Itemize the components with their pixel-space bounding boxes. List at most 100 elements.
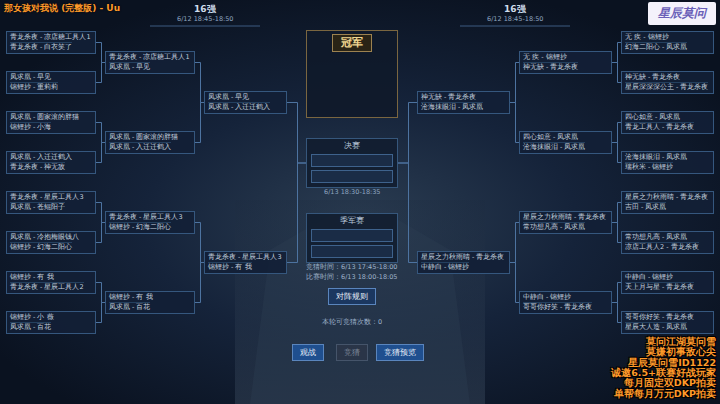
- bracket-connector: [96, 303, 105, 323]
- team-match-box: 凤求凰 - 早见凤求凰 - 入迁迁鹤入: [204, 91, 287, 114]
- stream-overlay-text: 莫嫌初事敌心尖: [646, 347, 716, 357]
- stream-title: 那女孩对我说 (完整版) - Uu: [4, 2, 120, 15]
- team-name: 沧海抹眼泪 - 凤求凰: [625, 153, 687, 162]
- bracket-connector: [96, 223, 105, 243]
- round-title: 决赛: [344, 141, 360, 151]
- button-label: 观战: [300, 347, 316, 358]
- team-match-box: 青龙杀夜 - 星辰工具人3锦鲤抄 - 有 我: [204, 251, 287, 274]
- team-name: 无 疾 - 锦鲤抄: [625, 33, 669, 42]
- bracket-connector: [510, 263, 519, 303]
- team-name: 四心如意 - 凤求凰: [523, 133, 578, 142]
- disabled-button: 竞猜: [336, 344, 368, 361]
- team-match-box: 星辰之力秋雨晴 - 青龙杀夜中静白 - 锦鲤抄: [417, 251, 510, 274]
- bracket-connector: [96, 63, 105, 83]
- team-name: 星辰之力秋雨晴 - 青龙杀夜: [625, 193, 708, 202]
- bracket-connector: [195, 63, 204, 103]
- team-name: 凤求凰 - 早见: [109, 62, 150, 72]
- team-name: 锦鲤抄 - 有 我: [10, 273, 54, 282]
- team-name: 凤求凰 - 早见: [208, 93, 249, 102]
- bracket-connector: [96, 283, 105, 303]
- bracket-connector: [612, 303, 621, 323]
- team-name: 吉田 - 凤求凰: [625, 202, 666, 212]
- match-time: 6/13 18:30-18:35: [324, 188, 380, 196]
- bracket-connector: [398, 163, 417, 263]
- team-name: 神无缺 - 青龙杀夜: [523, 62, 578, 72]
- bracket-connector: [510, 63, 519, 103]
- team-name: 凤求凰 - 早见: [10, 73, 51, 82]
- bet-count: 本轮可竞猜次数：0: [322, 318, 382, 327]
- team-name: 天上月与星 - 青龙杀夜: [625, 282, 694, 292]
- team-match-box: 神无缺 - 青龙杀夜星辰深深深公主 - 青龙杀夜: [621, 71, 714, 94]
- team-name: 凤求凰 - 入迁迁鹤入: [109, 142, 171, 152]
- empty-slot: [311, 154, 393, 167]
- button-label: 竞猜: [344, 347, 360, 358]
- bracket-connector: [612, 63, 621, 83]
- empty-slot: [311, 245, 393, 258]
- team-name: 神无缺 - 青龙杀夜: [421, 93, 476, 102]
- team-match-box: 中静白 - 锦鲤抄哥哥你好笑 - 青龙杀夜: [519, 291, 612, 314]
- team-name: 四心如意 - 凤求凰: [625, 113, 680, 122]
- team-match-box: 星辰之力秋雨晴 - 青龙杀夜吉田 - 凤求凰: [621, 191, 714, 214]
- bet-time: 竞猜时间：6/13 17:45-18:00: [306, 263, 397, 272]
- team-name: 中静白 - 锦鲤抄: [625, 273, 673, 282]
- rules-button: 对阵规则: [328, 288, 376, 305]
- round-time: 6/12 18:45-18:50: [177, 15, 233, 23]
- button-label: 对阵规则: [336, 291, 368, 302]
- team-match-box: 凤求凰 - 圆家滚的胖猫凤求凰 - 入迁迁鹤入: [105, 131, 195, 154]
- guild-logo: 星辰莫问: [648, 2, 716, 25]
- bracket-connector: [96, 203, 105, 223]
- team-name: 常功想凡高 - 凤求凰: [625, 233, 687, 242]
- team-match-box: 锦鲤抄 - 小 薇凤求凰 - 百花: [6, 311, 96, 334]
- stream-overlay-text: 星辰莫问雪ID1122: [628, 358, 716, 368]
- team-name: 青龙杀夜 - 星辰工具人3: [10, 193, 84, 202]
- team-name: 锦鲤抄 - 小海: [10, 122, 51, 132]
- team-match-box: 青龙杀夜 - 星辰工具人3凤求凰 - 苍鲲阳子: [6, 191, 96, 214]
- bracket-connector: [195, 223, 204, 263]
- action-button: 观战: [292, 344, 324, 361]
- team-match-box: 中静白 - 锦鲤抄天上月与星 - 青龙杀夜: [621, 271, 714, 294]
- team-name: 凤求凰 - 冷抱梅眼钱八: [10, 233, 79, 242]
- team-name: 无 疾 - 锦鲤抄: [523, 53, 567, 62]
- round-time: 6/12 18:45-18:50: [487, 15, 543, 23]
- team-name: 凤求凰 - 圆家滚的胖猫: [10, 113, 79, 122]
- team-name: 青龙杀夜 - 星辰工具人3: [208, 253, 282, 262]
- team-name: 中静白 - 锦鲤抄: [523, 293, 571, 302]
- round-title: 季军赛: [340, 216, 364, 226]
- bracket-connector: [96, 143, 105, 163]
- team-name: 凤求凰 - 苍鲲阳子: [10, 202, 65, 212]
- bracket-connector: [287, 103, 306, 164]
- team-match-box: 凤求凰 - 圆家滚的胖猫锦鲤抄 - 小海: [6, 111, 96, 134]
- team-match-box: 沧海抹眼泪 - 凤求凰瑞秋米 - 锦鲤抄: [621, 151, 714, 174]
- team-match-box: 凤求凰 - 早见锦鲤抄 - 重莉莉: [6, 71, 96, 94]
- bracket-connector: [612, 283, 621, 303]
- round-title: 冠军: [332, 34, 372, 52]
- team-name: 中静白 - 锦鲤抄: [421, 262, 469, 272]
- action-button: 竞猜预览: [376, 344, 424, 361]
- champion-box: 冠军: [306, 30, 398, 118]
- round-header: 16强: [194, 3, 216, 16]
- bracket-connector: [398, 103, 417, 164]
- bracket-connector: [96, 123, 105, 143]
- team-name: 锦鲤抄 - 幻海二阳心: [10, 242, 72, 252]
- team-name: 沧海抹眼泪 - 凤求凰: [523, 142, 585, 152]
- team-match-box: 青龙杀夜 - 凉店糖工具人1青龙杀夜 - 白衣笑了: [6, 31, 96, 54]
- bracket-connector: [287, 163, 306, 263]
- empty-slot: [311, 170, 393, 183]
- team-match-box: 哥哥你好笑 - 青龙杀夜星辰大人造 - 凤求凰: [621, 311, 714, 334]
- team-name: 凤求凰 - 入迁迁鹤入: [10, 153, 72, 162]
- team-name: 凤求凰 - 入迁迁鹤入: [208, 102, 270, 112]
- team-match-box: 锦鲤抄 - 有 我凤求凰 - 百花: [105, 291, 195, 314]
- team-name: 青龙杀夜 - 星辰工具人2: [10, 282, 84, 292]
- bracket-connector: [612, 203, 621, 223]
- team-name: 哥哥你好笑 - 青龙杀夜: [625, 313, 694, 322]
- bracket-connector: [510, 103, 519, 143]
- stream-overlay-text: 单帮每月万元DKP拍卖: [614, 389, 716, 399]
- final-match-box: 季军赛: [306, 213, 398, 263]
- team-name: 沧海抹眼泪 - 凤求凰: [421, 102, 483, 112]
- team-name: 神无缺 - 青龙杀夜: [625, 73, 680, 82]
- team-match-box: 凤求凰 - 冷抱梅眼钱八锦鲤抄 - 幻海二阳心: [6, 231, 96, 254]
- empty-slot: [311, 229, 393, 242]
- final-match-box: 决赛: [306, 138, 398, 188]
- team-match-box: 无 疾 - 锦鲤抄幻海二阳心 - 凤求凰: [621, 31, 714, 54]
